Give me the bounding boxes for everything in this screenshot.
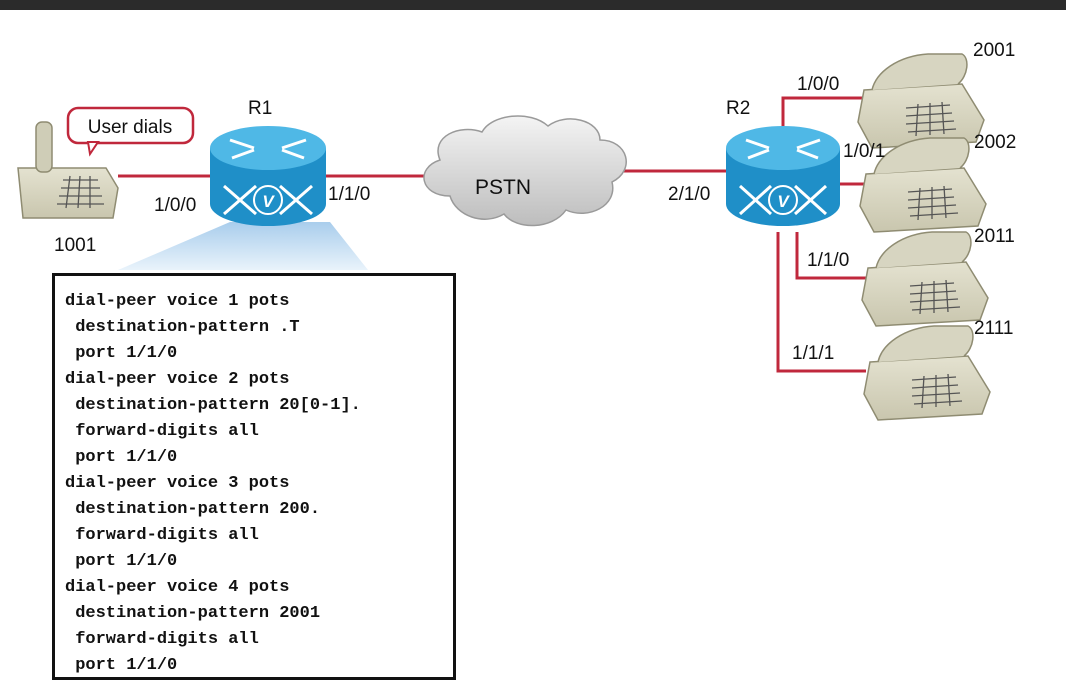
links [118, 96, 866, 373]
config-line: dial-peer voice 1 pots [65, 292, 290, 311]
pstn-label: PSTN [475, 176, 531, 199]
link-r2-2111 [776, 232, 866, 373]
router-r1-icon: V [210, 126, 326, 226]
config-line: port 1/1/0 [65, 448, 178, 467]
config-line: forward-digits all [65, 422, 259, 441]
r1-dial-peer-config: dial-peer voice 1 pots destination-patte… [52, 273, 456, 680]
config-line: destination-pattern 200. [65, 500, 321, 519]
config-line: dial-peer voice 2 pots [65, 370, 290, 389]
config-line: forward-digits all [65, 526, 259, 545]
config-line: port 1/1/0 [65, 656, 178, 675]
phone-1001-icon [17, 121, 119, 219]
config-line: destination-pattern .T [65, 318, 300, 337]
svg-text:V: V [262, 192, 275, 211]
config-line: dial-peer voice 3 pots [65, 474, 290, 493]
router-r2-icon: V [726, 126, 840, 226]
config-line: destination-pattern 2001 [65, 604, 321, 623]
config-line: dial-peer voice 4 pots [65, 578, 290, 597]
r2-port-1-0-0-label: 1/0/0 [797, 74, 839, 95]
user-dials-label: User dials [88, 117, 172, 138]
r2-port-1-1-0-label: 1/1/0 [807, 250, 849, 271]
user-dials-bubble [66, 106, 195, 157]
config-line: port 1/1/0 [65, 552, 178, 571]
r2-label: R2 [726, 98, 750, 119]
phone-2111-icon [863, 325, 991, 421]
pstn-cloud-icon [423, 115, 627, 227]
phone-2002-icon [859, 137, 987, 233]
phone-1001-label: 1001 [54, 235, 96, 256]
phone-2011-icon [861, 231, 989, 327]
top-bar [0, 0, 1066, 10]
r2-port-1-0-1-label: 1/0/1 [843, 141, 885, 162]
r1-port-1-1-0-label: 1/1/0 [328, 184, 370, 205]
r1-config-callout [118, 222, 368, 270]
r2-port-2-1-0-label: 2/1/0 [668, 184, 710, 205]
r1-port-1-0-0-label: 1/0/0 [154, 195, 196, 216]
r2-port-1-1-1-label: 1/1/1 [792, 343, 834, 364]
phone-2111-label: 2111 [974, 318, 1013, 339]
link-r2-2011 [795, 232, 866, 280]
phone-2001-icon [857, 53, 985, 149]
phone-2011-label: 2011 [974, 226, 1015, 247]
config-line: destination-pattern 20[0-1]. [65, 396, 361, 415]
phone-2002-label: 2002 [974, 132, 1016, 153]
config-line: port 1/1/0 [65, 344, 178, 363]
phone-2001-label: 2001 [973, 40, 1015, 61]
svg-text:V: V [777, 192, 790, 211]
link-r2-2001 [781, 96, 862, 130]
r1-label: R1 [248, 98, 272, 119]
config-line: forward-digits all [65, 630, 259, 649]
